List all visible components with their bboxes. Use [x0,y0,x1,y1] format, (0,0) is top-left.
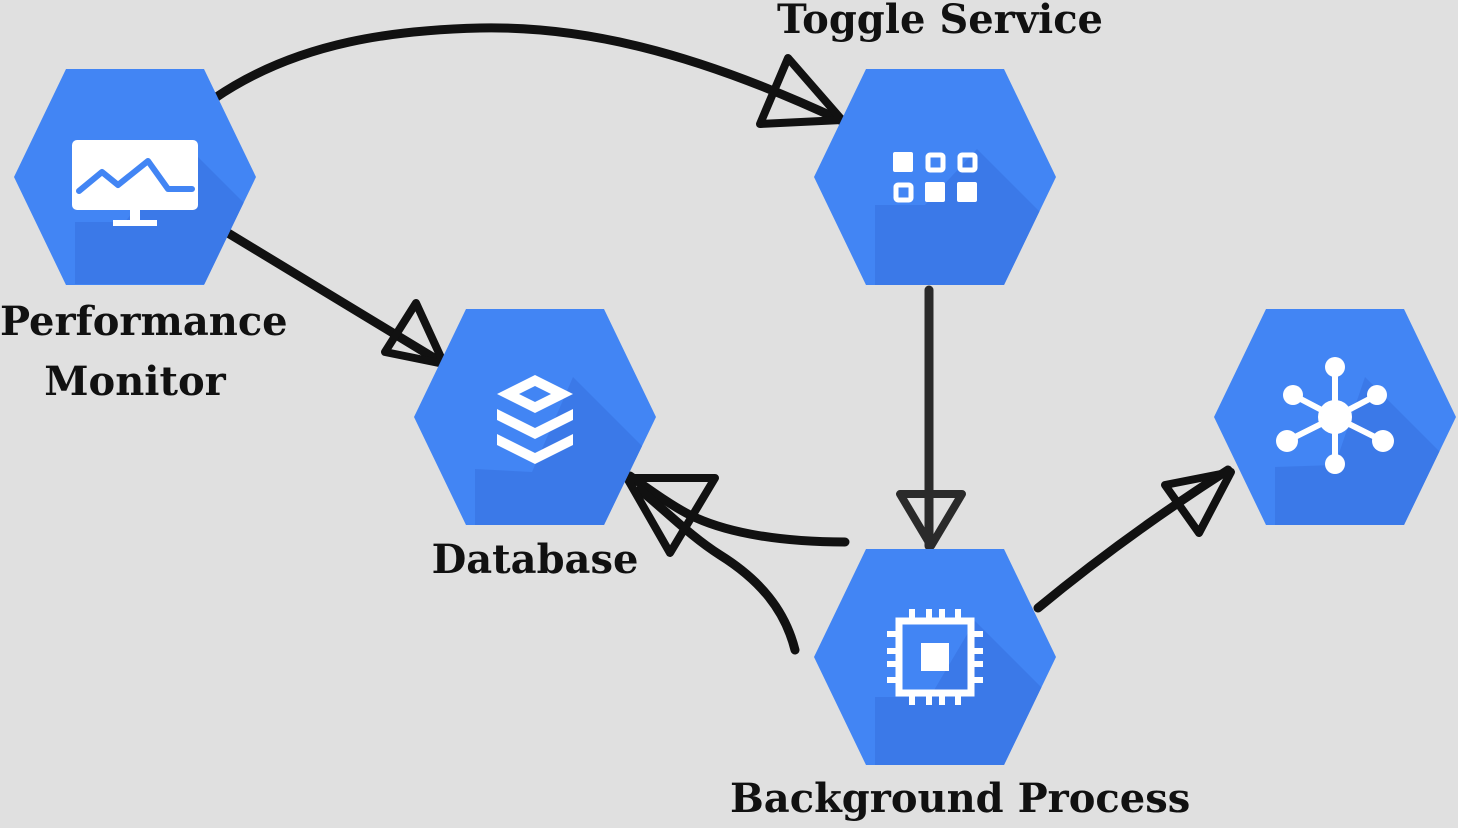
label-background-process: Background Process [730,769,1191,828]
node-database [414,309,656,525]
hexagon-shadow [475,377,656,525]
edge-background-process-to-hub [1033,465,1235,613]
edge-toggle-service-to-background-process [896,285,966,551]
label-background-process-line-1: Background Process [730,775,1191,822]
edge-background-process-to-database [623,471,850,655]
label-performance-monitor: Performance Monitor [0,292,288,412]
hexagon-shadow [875,621,1056,765]
grid-toggle-icon [893,152,978,203]
label-toggle-service: Toggle Service [770,0,1110,50]
label-toggle-service-line-1: Toggle Service [776,0,1103,43]
edge-performance-monitor-to-toggle-service [210,23,846,128]
label-performance-monitor-line-1: Performance [0,298,288,345]
hub-network-icon [1276,357,1394,474]
node-background-process [814,549,1056,765]
label-performance-monitor-line-2: Monitor [44,358,226,405]
edge-performance-monitor-to-database [223,228,449,369]
label-database: Database [420,530,650,590]
hexagon-shadow [75,144,256,284]
hexagon-shadow [875,149,1056,285]
node-hub [1214,309,1456,525]
node-performance-monitor [14,69,256,285]
monitor-chart-icon [72,140,198,226]
cpu-chip-icon [887,609,983,705]
hexagon-shadow [1275,377,1456,525]
label-database-line-1: Database [431,536,639,583]
node-toggle-service [814,69,1056,285]
database-stack-icon [497,375,573,464]
